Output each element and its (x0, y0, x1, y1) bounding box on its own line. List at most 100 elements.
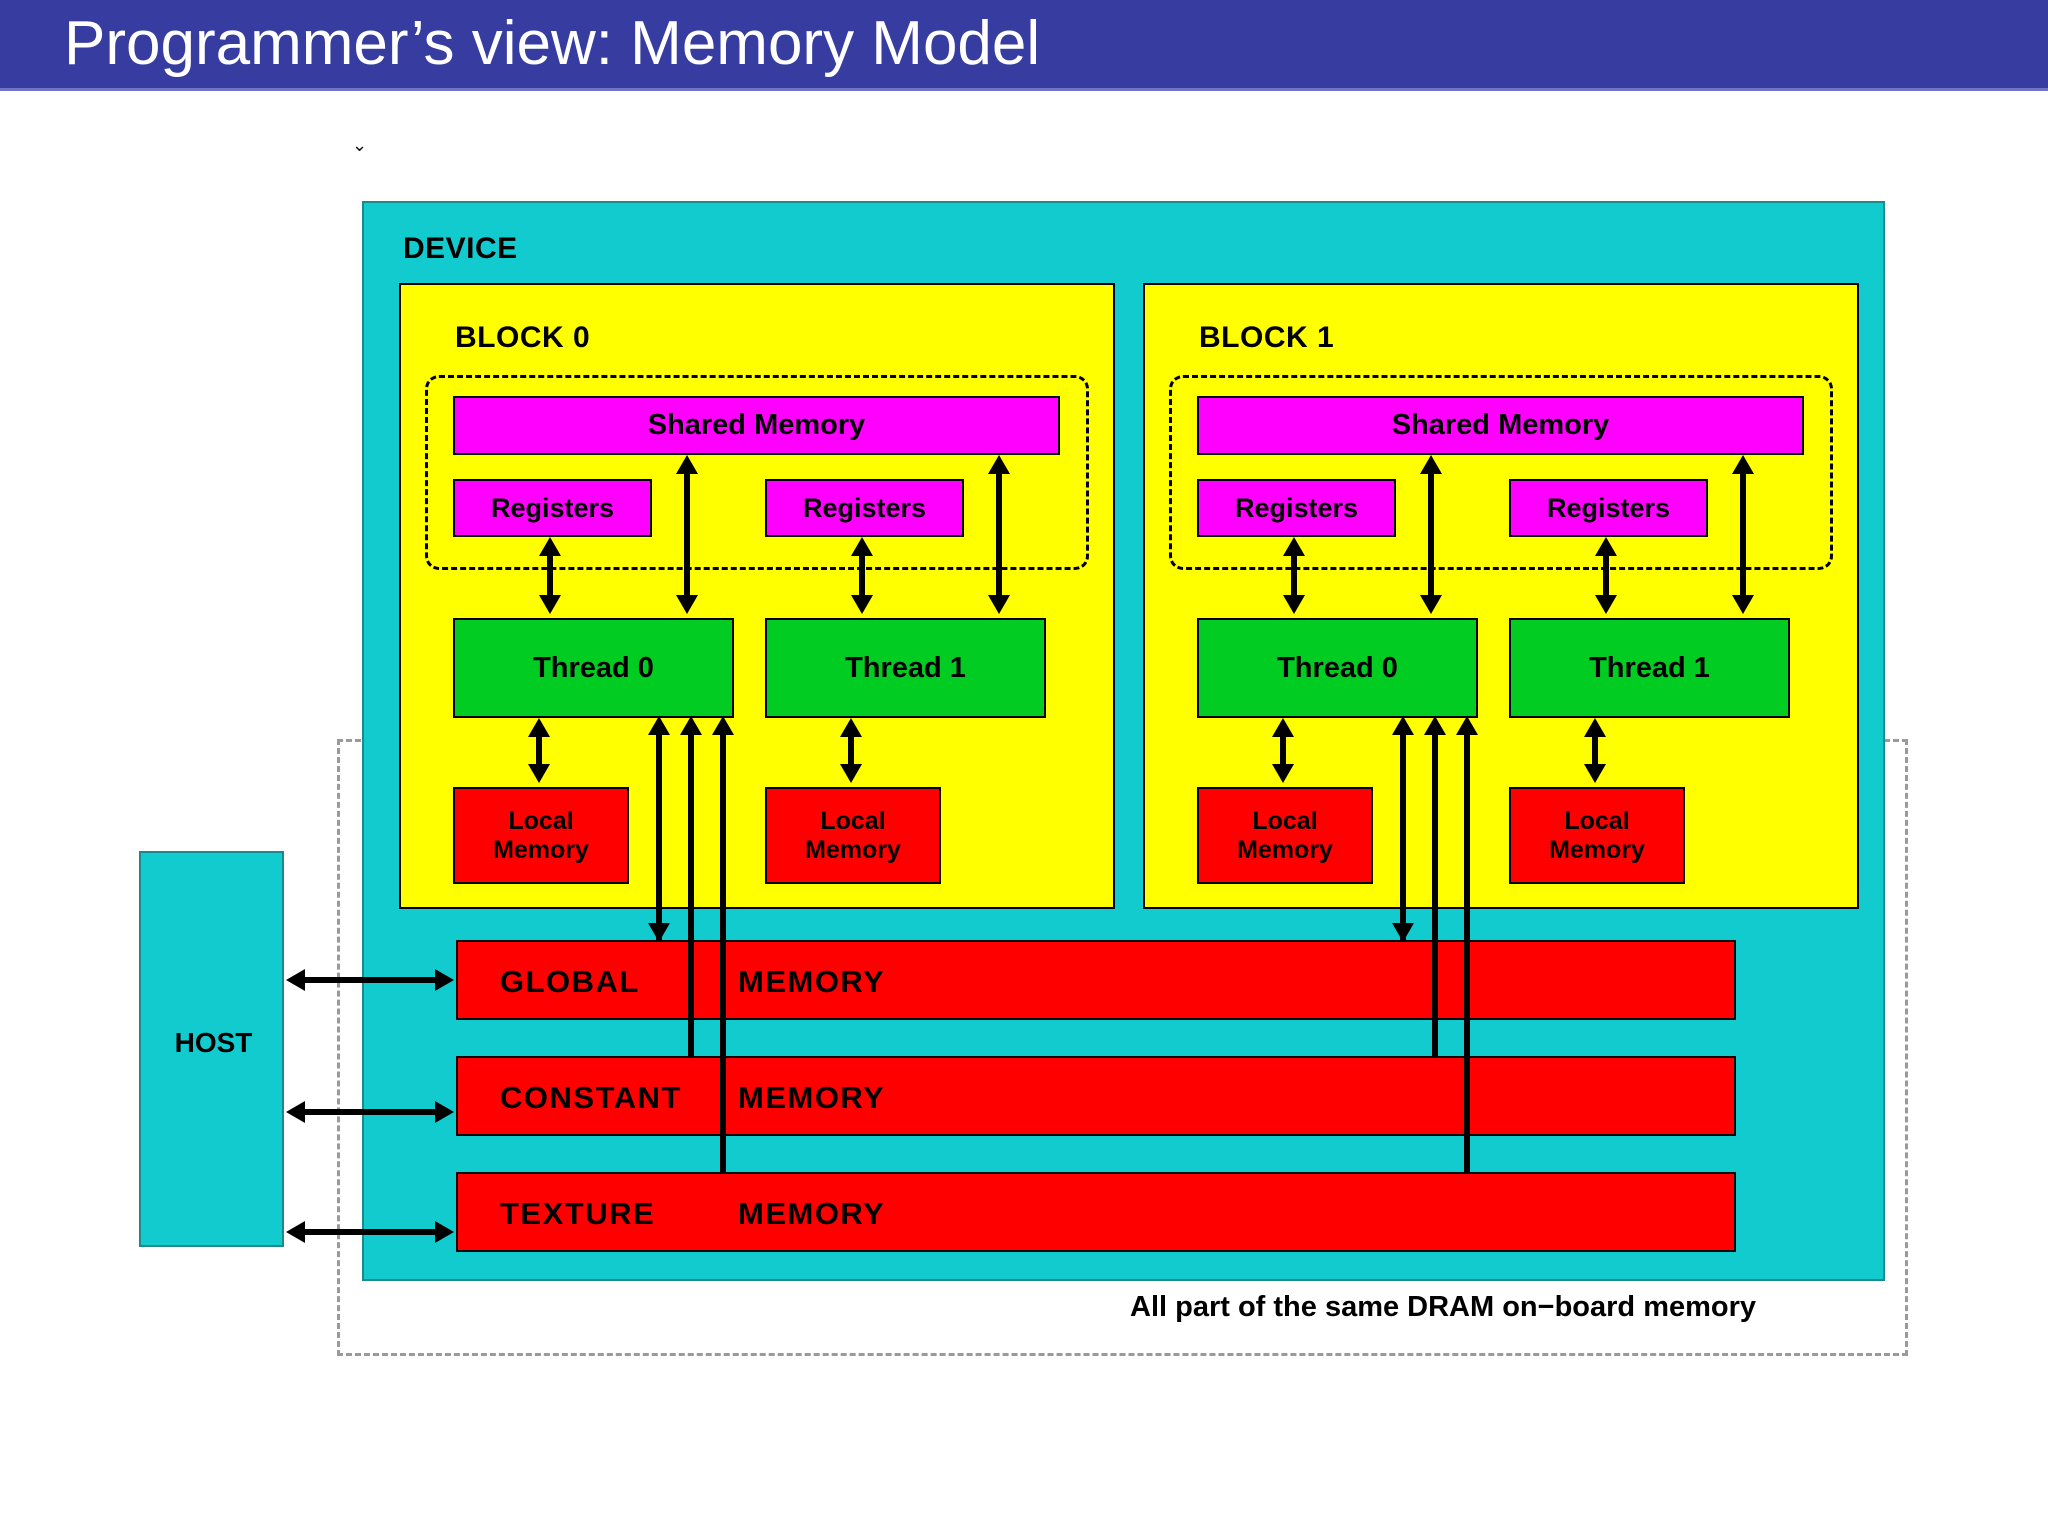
thread0-to-constant-shaft-b1 (1432, 726, 1438, 1056)
local-memory-line-2: Memory (1549, 835, 1645, 864)
shared-thread-1-arrow-b0-head-down (988, 595, 1010, 614)
block-1: BLOCK 1 Shared Memory Registers Register… (1143, 283, 1859, 909)
thread0-to-global-shaft-b0 (656, 726, 662, 940)
local-memory-line-1: Local (820, 806, 886, 835)
thread-local-1-arrow-b0-shaft (848, 728, 854, 773)
thread0-to-texture-head-up-b1 (1456, 716, 1478, 735)
host-global-arrow-head-right (435, 969, 454, 991)
thread-local-1-arrow-b0-head-down (840, 764, 862, 783)
host-texture-arrow-head-right (435, 1221, 454, 1243)
thread-local-0-arrow-b0-head-down (528, 764, 550, 783)
thread-local-0-arrow-b1-head-down (1272, 764, 1294, 783)
local-memory-line-1: Local (508, 806, 574, 835)
shared-thread-1-arrow-b1-head-up (1732, 455, 1754, 474)
global-memory-kind: GLOBAL (500, 964, 640, 999)
block-1-shared-group-dashed (1169, 375, 1833, 570)
thread0-to-constant-shaft-b0 (688, 726, 694, 1056)
global-memory-word: MEMORY (738, 964, 886, 999)
local-memory-line-1: Local (1564, 806, 1630, 835)
thread0-to-constant-head-up-b0 (680, 716, 702, 735)
block-0-thread-1: Thread 1 (765, 618, 1046, 718)
host-global-arrow-shaft (296, 977, 444, 983)
thread0-to-texture-head-up-b0 (712, 716, 734, 735)
global-memory-bar: GLOBAL MEMORY (456, 940, 1736, 1020)
reg-thread-0-arrow-b1-shaft (1291, 547, 1297, 604)
block-0-label: BLOCK 0 (455, 321, 591, 354)
host-constant-arrow-shaft (296, 1109, 444, 1115)
stray-caret-mark: ⌄ (352, 135, 368, 155)
host-global-arrow-head-left (286, 969, 305, 991)
thread-local-0-arrow-b1-shaft (1280, 728, 1286, 773)
block-0-thread-0: Thread 0 (453, 618, 734, 718)
reg-thread-1-arrow-b1-head-up (1595, 537, 1617, 556)
shared-thread-0-arrow-b0-shaft (684, 465, 690, 604)
constant-memory-kind: CONSTANT (500, 1080, 682, 1115)
shared-thread-0-arrow-b0-head-down (676, 595, 698, 614)
block-1-local-memory-1: Local Memory (1509, 787, 1685, 884)
block-1-label: BLOCK 1 (1199, 321, 1335, 354)
texture-memory-kind: TEXTURE (500, 1196, 656, 1231)
reg-thread-0-arrow-b0-head-down (539, 595, 561, 614)
block-0-shared-group-dashed (425, 375, 1089, 570)
shared-thread-0-arrow-b1-head-up (1420, 455, 1442, 474)
thread0-to-texture-shaft-b1 (1464, 726, 1470, 1172)
block-1-shared-memory: Shared Memory (1197, 396, 1804, 455)
host-texture-arrow-shaft (296, 1229, 444, 1235)
thread0-to-global-head-down-b0 (648, 923, 670, 942)
host-box: HOST (139, 851, 284, 1247)
thread-local-0-arrow-b0-head-up (528, 718, 550, 737)
shared-thread-1-arrow-b1-shaft (1740, 465, 1746, 604)
block-0-registers-thread-0: Registers (453, 479, 652, 537)
thread0-to-global-head-up-b0 (648, 716, 670, 735)
slide-title-bar: Programmer’s view: Memory Model (0, 0, 2048, 88)
thread-local-0-arrow-b0-shaft (536, 728, 542, 773)
reg-thread-1-arrow-b1-shaft (1603, 547, 1609, 604)
thread-local-1-arrow-b0-head-up (840, 718, 862, 737)
shared-thread-0-arrow-b1-shaft (1428, 465, 1434, 604)
thread0-to-global-head-up-b1 (1392, 716, 1414, 735)
texture-memory-word: MEMORY (738, 1196, 886, 1231)
block-1-thread-1: Thread 1 (1509, 618, 1790, 718)
host-texture-arrow-head-left (286, 1221, 305, 1243)
thread0-to-texture-shaft-b0 (720, 726, 726, 1172)
local-memory-line-1: Local (1252, 806, 1318, 835)
block-0-local-memory-1: Local Memory (765, 787, 941, 884)
constant-memory-word: MEMORY (738, 1080, 886, 1115)
reg-thread-1-arrow-b1-head-down (1595, 595, 1617, 614)
thread0-to-constant-head-up-b1 (1424, 716, 1446, 735)
reg-thread-1-arrow-b0-shaft (859, 547, 865, 604)
block-0: BLOCK 0 Shared Memory Registers Register… (399, 283, 1115, 909)
local-memory-line-2: Memory (1237, 835, 1333, 864)
block-1-registers-thread-0: Registers (1197, 479, 1396, 537)
shared-thread-1-arrow-b1-head-down (1732, 595, 1754, 614)
shared-thread-1-arrow-b0-shaft (996, 465, 1002, 604)
reg-thread-0-arrow-b0-head-up (539, 537, 561, 556)
block-0-registers-thread-1: Registers (765, 479, 964, 537)
block-0-local-memory-0: Local Memory (453, 787, 629, 884)
thread0-to-global-head-down-b1 (1392, 923, 1414, 942)
thread-local-1-arrow-b1-head-up (1584, 718, 1606, 737)
texture-memory-bar: TEXTURE MEMORY (456, 1172, 1736, 1252)
thread-local-1-arrow-b1-head-down (1584, 764, 1606, 783)
page-title: Programmer’s view: Memory Model (64, 9, 1041, 78)
dram-caption: All part of the same DRAM on−board memor… (1130, 1291, 1757, 1323)
local-memory-line-2: Memory (805, 835, 901, 864)
constant-memory-bar: CONSTANT MEMORY (456, 1056, 1736, 1136)
block-0-shared-memory: Shared Memory (453, 396, 1060, 455)
host-label: HOST (174, 1027, 253, 1058)
shared-thread-1-arrow-b0-head-up (988, 455, 1010, 474)
block-1-thread-0: Thread 0 (1197, 618, 1478, 718)
reg-thread-0-arrow-b1-head-up (1283, 537, 1305, 556)
thread-local-0-arrow-b1-head-up (1272, 718, 1294, 737)
reg-thread-0-arrow-b1-head-down (1283, 595, 1305, 614)
title-bar-underline (0, 88, 2048, 91)
local-memory-line-2: Memory (493, 835, 589, 864)
block-1-registers-thread-1: Registers (1509, 479, 1708, 537)
thread-local-1-arrow-b1-shaft (1592, 728, 1598, 773)
host-constant-arrow-head-right (435, 1101, 454, 1123)
shared-thread-0-arrow-b1-head-down (1420, 595, 1442, 614)
host-constant-arrow-head-left (286, 1101, 305, 1123)
shared-thread-0-arrow-b0-head-up (676, 455, 698, 474)
reg-thread-1-arrow-b0-head-up (851, 537, 873, 556)
